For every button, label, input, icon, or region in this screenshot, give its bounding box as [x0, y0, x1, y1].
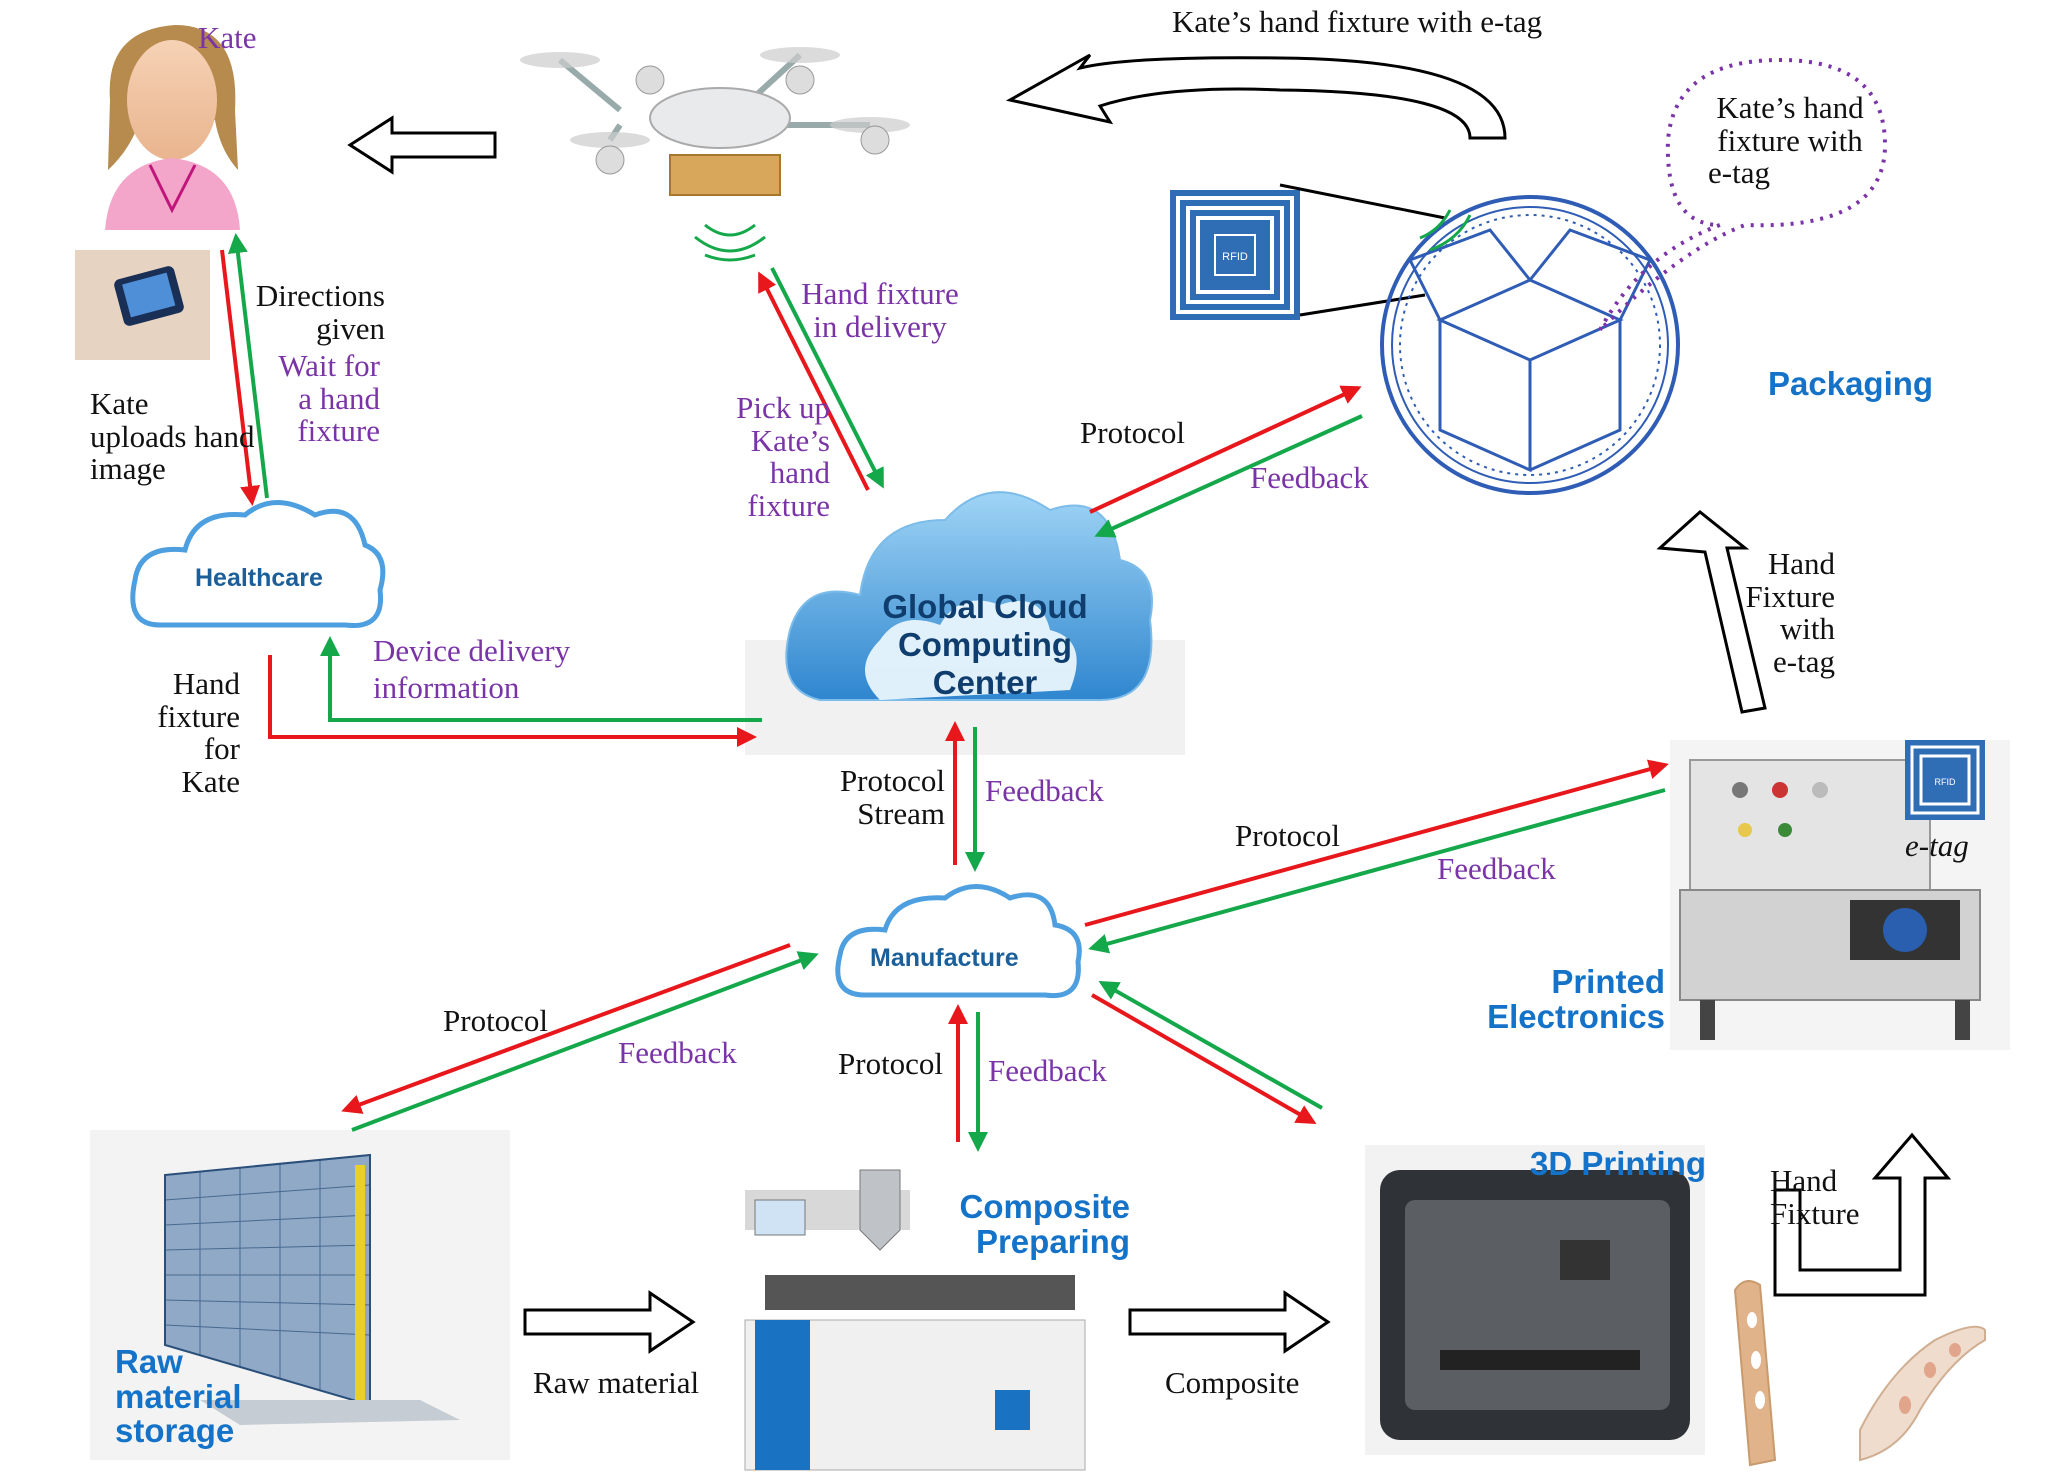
arrow-manufacture-to-printed	[1084, 759, 1669, 927]
arrow-global-to-healthcare	[320, 636, 762, 722]
etag-signal-icon	[1419, 209, 1472, 252]
raw-material-storage-photo	[90, 1130, 510, 1460]
drone-icon	[520, 47, 910, 196]
phone-upload-photo	[75, 250, 210, 360]
feedback-center-label: Feedback	[985, 773, 1104, 808]
arrow-manufacture-to-raw	[341, 943, 791, 1114]
arrow-raw-to-manufacture	[351, 951, 819, 1132]
kate-avatar-icon	[105, 25, 240, 230]
arrow-packaging-to-global	[1094, 414, 1363, 538]
protocol-composite-label: Protocol	[838, 1046, 944, 1081]
feedback-composite-label: Feedback	[988, 1053, 1107, 1088]
healthcare-cloud-label: Healthcare	[195, 564, 323, 592]
packaging-title: Packaging	[1768, 365, 1934, 402]
feedback-raw-label: Feedback	[618, 1035, 737, 1070]
kate-name-label: Kate	[198, 20, 257, 55]
global-cloud	[745, 491, 1185, 755]
feedback-printed-label: Feedback	[1437, 851, 1556, 886]
manufacture-cloud-label: Manufacture	[870, 944, 1019, 972]
arrow-healthcare-to-global	[268, 655, 757, 747]
rfid-chip-icon: RFID	[1170, 190, 1300, 320]
packaging-box-icon	[1380, 195, 1680, 495]
arrow-composite	[1128, 1290, 1331, 1354]
arrow-manufacture-to-3d	[1091, 993, 1317, 1124]
arrow-printed-to-packaging	[1656, 510, 1767, 714]
raw-material-label: Raw material	[533, 1365, 700, 1400]
3d-printing-title: 3D Printing	[1530, 1145, 1707, 1182]
arrow-raw-material	[523, 1290, 696, 1354]
composite-preparing-machine-photo	[744, 1169, 1086, 1471]
3d-printer-photo	[1365, 1145, 1705, 1455]
rfid-chip-label: RFID	[1222, 251, 1248, 263]
arrow-global-to-packaging	[1089, 385, 1362, 514]
arrow-printed-to-manufacture	[1088, 788, 1666, 954]
healthcare-cloud	[130, 500, 386, 629]
feedback-packaging-label: Feedback	[1250, 460, 1369, 495]
arrow-drone-to-global	[770, 267, 884, 489]
manufacture-cloud	[835, 884, 1082, 999]
arrow-3d-to-manufacture	[1098, 981, 1323, 1110]
hand-fixture-photo	[1733, 1280, 1986, 1467]
arrow-healthcare-to-kate	[227, 233, 269, 499]
etag-chip-label: RFID	[1935, 777, 1956, 787]
arrow-kate-to-healthcare	[220, 249, 261, 506]
etag-label: e-tag	[1905, 828, 1969, 863]
delivery-arrow-to-kate	[347, 115, 497, 175]
top-arc-label: Kate’s hand fixture with e-tag	[1172, 4, 1543, 39]
protocol-raw-label: Protocol	[443, 1003, 549, 1038]
arrow-global-to-drone	[758, 271, 870, 491]
curved-return-arrow	[1005, 53, 1507, 140]
composite-label: Composite	[1165, 1365, 1300, 1400]
protocol-printed-label: Protocol	[1235, 818, 1341, 853]
drone-signal-icon	[694, 223, 766, 262]
etag-chip-icon: RFID	[1905, 740, 1985, 820]
arrow-3d-to-hand	[1773, 1132, 1952, 1297]
protocol-packaging-label: Protocol	[1080, 415, 1186, 450]
